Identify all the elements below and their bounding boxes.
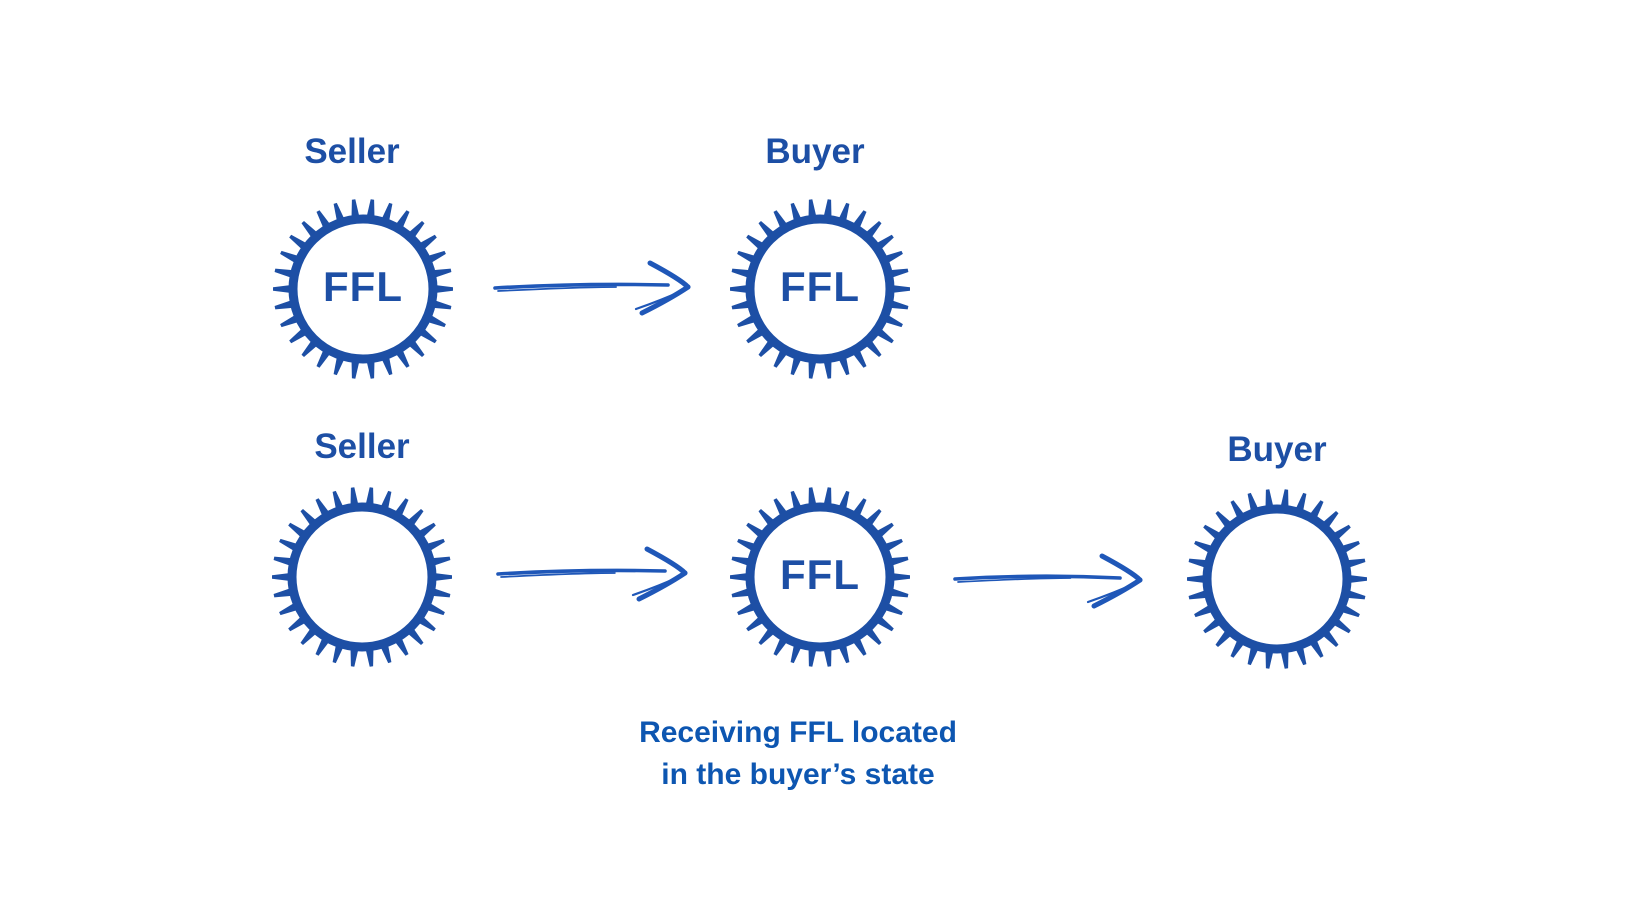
receiving-ffl-gear-row2: FFL bbox=[720, 477, 920, 677]
transfer-arrow bbox=[647, 260, 691, 290]
gear-seal-icon bbox=[1187, 489, 1367, 669]
transfer-arrow bbox=[496, 568, 667, 576]
caption-line-1: Receiving FFL located bbox=[639, 716, 957, 749]
transfer-arrow bbox=[639, 284, 691, 316]
seller-label-row1: Seller bbox=[304, 132, 400, 171]
buyer-label-row1: Buyer bbox=[765, 132, 865, 171]
caption-line-2: in the buyer’s state bbox=[661, 758, 935, 791]
gear-seal-icon bbox=[273, 199, 453, 379]
gear-badge-text: FFL bbox=[323, 263, 403, 311]
gear-seal-icon bbox=[730, 199, 910, 379]
buyer-label-row2: Buyer bbox=[1227, 430, 1327, 469]
transfer-arrow bbox=[957, 577, 1072, 583]
transfer-arrow bbox=[953, 574, 1122, 581]
seller-ffl-gear-row1: FFL bbox=[263, 189, 463, 389]
seller-gear-row2 bbox=[262, 477, 462, 677]
transfer-arrow bbox=[1086, 581, 1138, 604]
gear-seal-icon bbox=[730, 487, 910, 667]
transfer-arrow bbox=[493, 282, 670, 290]
transfer-arrow bbox=[634, 288, 686, 311]
transfer-arrow bbox=[636, 570, 688, 602]
transfer-arrow bbox=[631, 574, 683, 597]
gear-badge-text: FFL bbox=[780, 551, 860, 599]
transfer-arrow bbox=[500, 572, 616, 578]
seller-label-row2: Seller bbox=[314, 427, 410, 466]
buyer-gear-row2 bbox=[1177, 479, 1377, 679]
gear-badge-text: FFL bbox=[780, 263, 860, 311]
transfer-arrow bbox=[644, 546, 688, 576]
transfer-arrow bbox=[497, 286, 617, 292]
receiving-ffl-caption: Receiving FFL located in the buyer’s sta… bbox=[639, 712, 957, 796]
transfer-arrow bbox=[1099, 553, 1143, 583]
transfer-arrow bbox=[1091, 577, 1143, 609]
gear-seal-icon bbox=[272, 487, 452, 667]
buyer-ffl-gear-row1: FFL bbox=[720, 189, 920, 389]
